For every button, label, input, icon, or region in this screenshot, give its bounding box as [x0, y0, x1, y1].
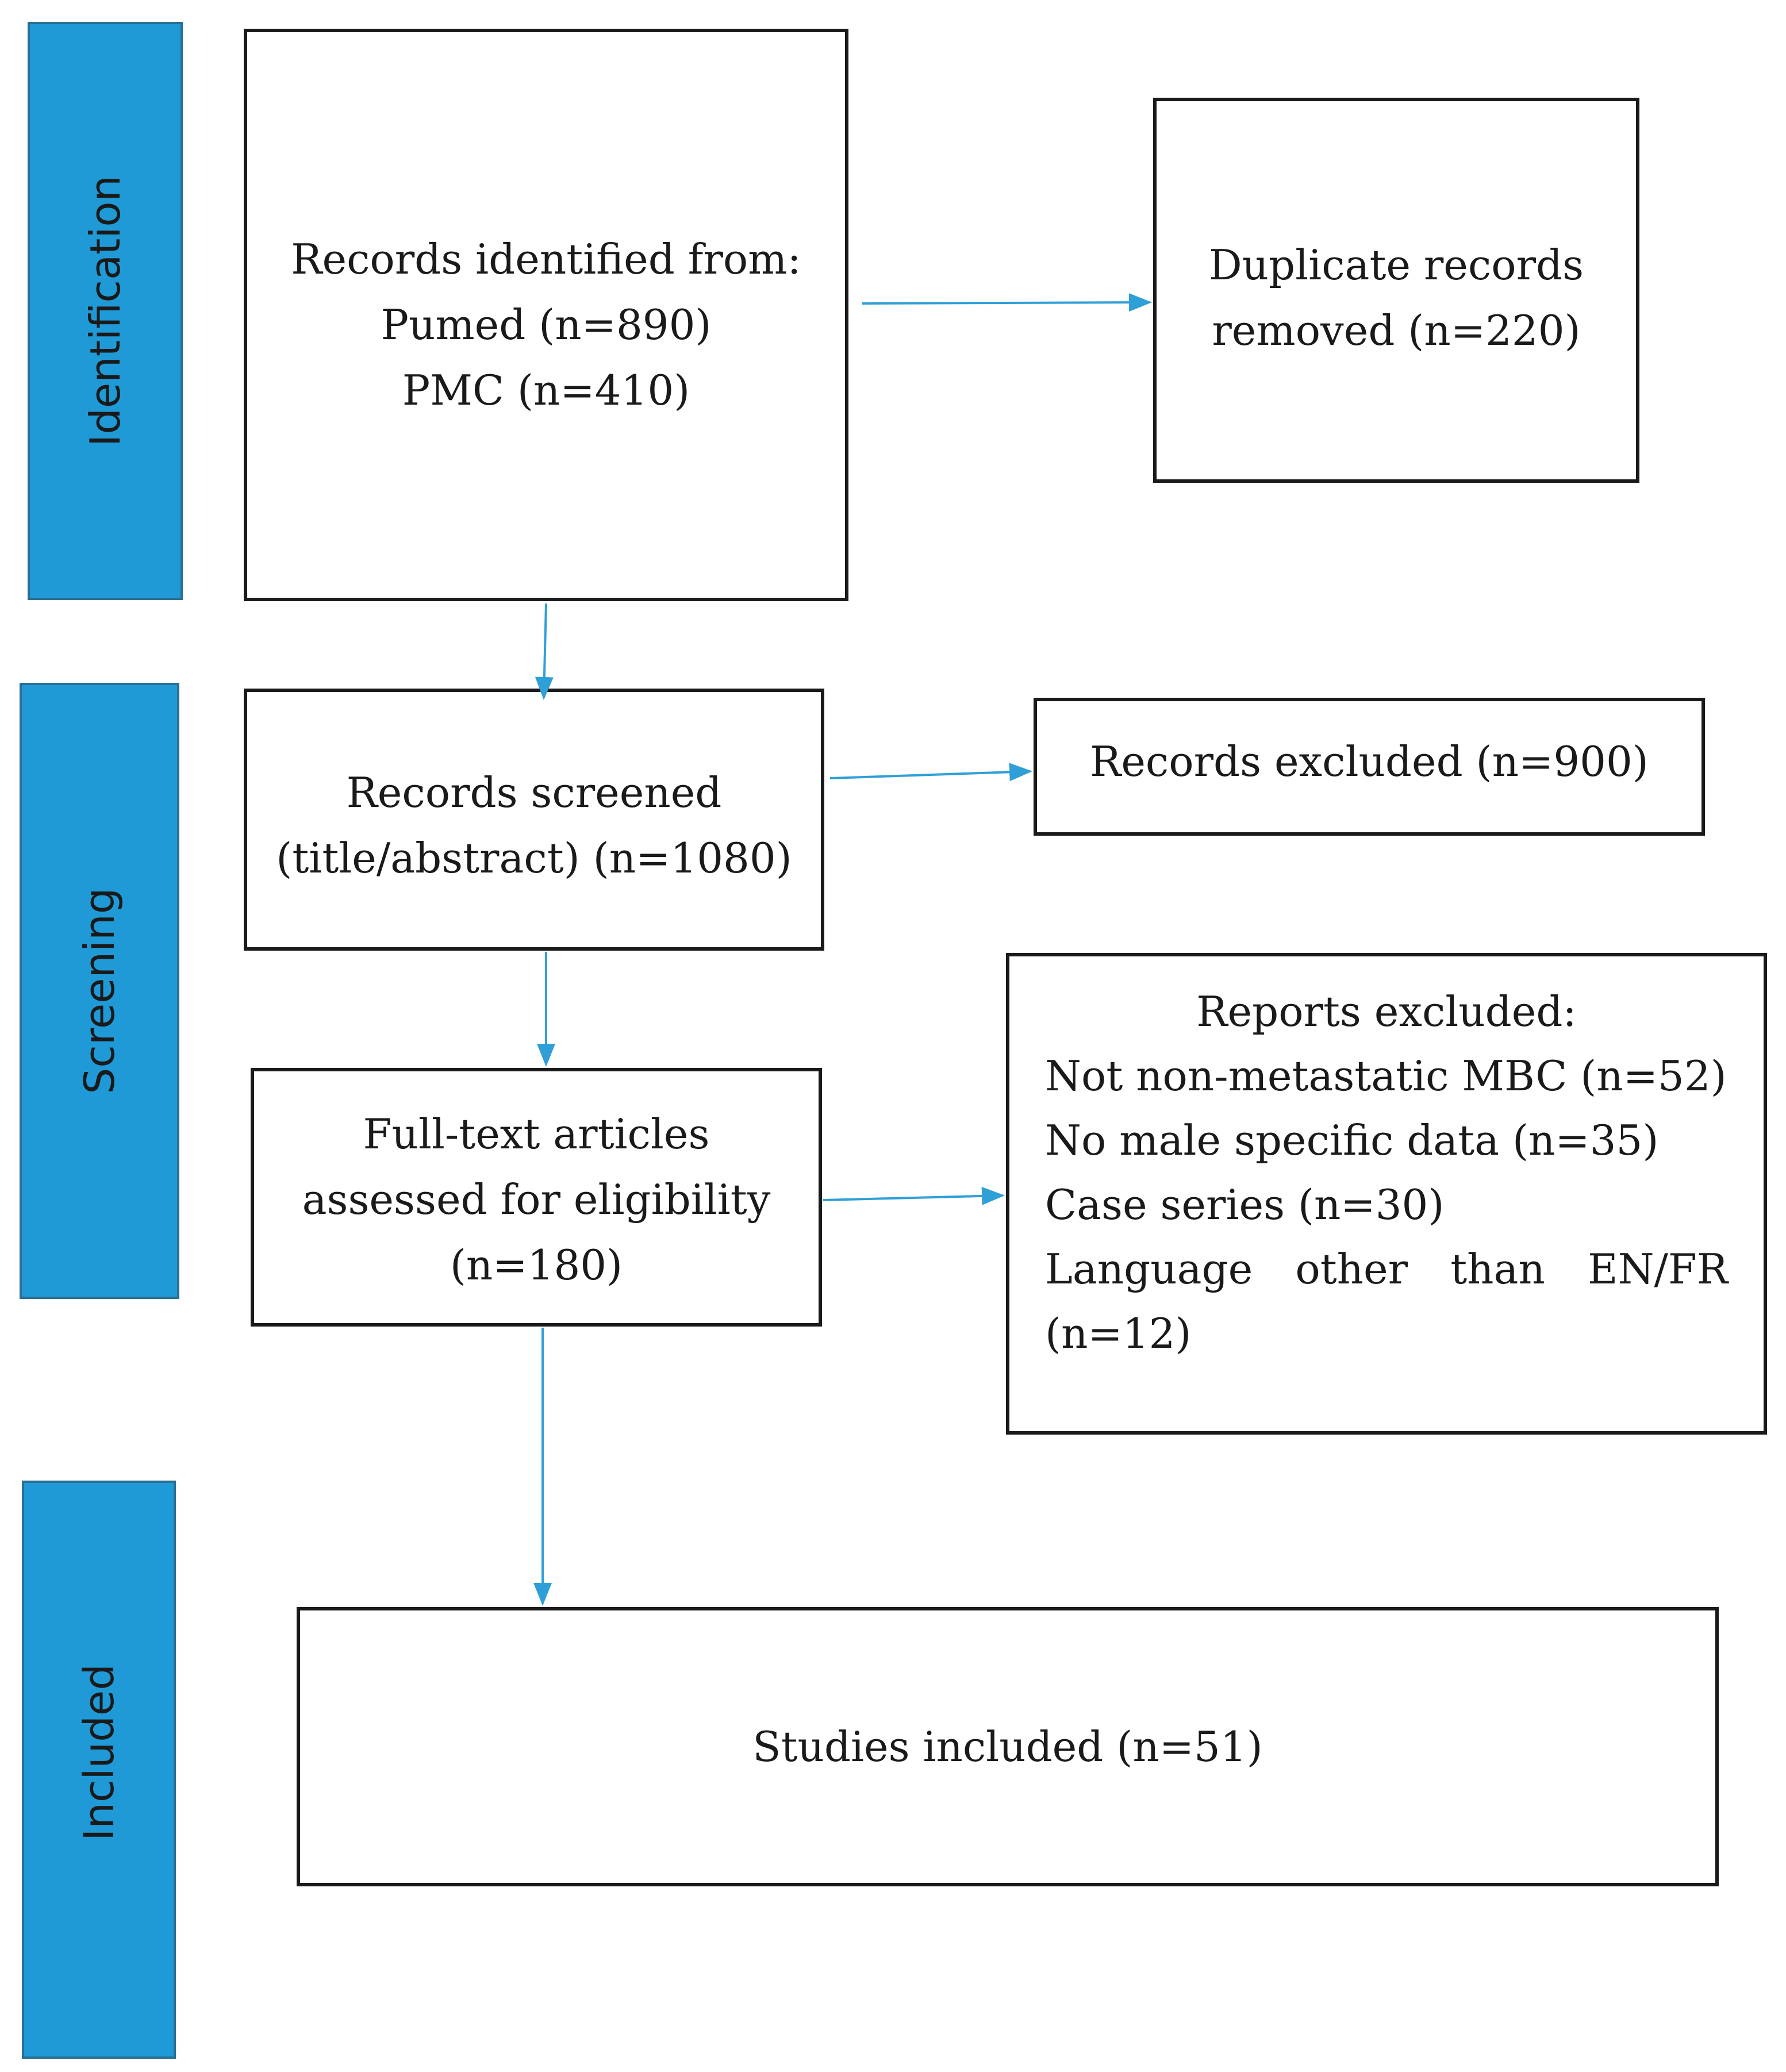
- records-screened-box: Records screened (title/abstract) (n=108…: [244, 689, 824, 951]
- reports-excluded-item: Not non-metastatic MBC (n=52): [1045, 1052, 1727, 1100]
- reports-excluded-item: No male specific data (n=35): [1045, 1116, 1659, 1164]
- stage-bar-screening: Screening: [20, 683, 179, 1299]
- reports-excluded-box: Reports excluded: Not non-metastatic MBC…: [1006, 953, 1767, 1435]
- reports-excluded-item: Language other than EN/FR: [1045, 1245, 1728, 1293]
- records-excluded-line-1: Records excluded (n=900): [1090, 737, 1649, 786]
- arrow-identified-to-duplicates: [862, 293, 1152, 312]
- records-screened-line-1: Records screened: [346, 768, 722, 817]
- duplicates-removed-line-1: Duplicate records: [1208, 241, 1584, 289]
- full-text-line-2: assessed for eligibility: [302, 1175, 771, 1224]
- records-excluded-box: Records excluded (n=900): [1034, 698, 1705, 836]
- records-identified-line-2: Pumed (n=890): [381, 301, 712, 349]
- records-identified-box: Records identified from: Pumed (n=890) P…: [244, 29, 848, 601]
- full-text-box: Full-text articles assessed for eligibil…: [251, 1068, 822, 1327]
- studies-included-box: Studies included (n=51): [297, 1607, 1719, 1886]
- stage-bar-identification: Identification: [28, 22, 183, 600]
- arrow-screened-to-excluded: [829, 763, 1032, 782]
- arrow-identified-to-screened: [535, 603, 554, 700]
- stage-bar-included: Included: [22, 1481, 176, 2059]
- records-identified-line-3: PMC (n=410): [402, 366, 690, 414]
- full-text-line-3: (n=180): [450, 1241, 623, 1289]
- reports-excluded-item: Case series (n=30): [1045, 1181, 1445, 1229]
- reports-excluded-title: Reports excluded:: [1196, 987, 1577, 1036]
- full-text-line-1: Full-text articles: [363, 1110, 710, 1158]
- reports-excluded-item: (n=12): [1045, 1309, 1192, 1358]
- studies-included-line-1: Studies included (n=51): [752, 1723, 1263, 1771]
- duplicates-removed-line-2: removed (n=220): [1212, 306, 1581, 355]
- duplicates-removed-box: Duplicate records removed (n=220): [1153, 98, 1639, 483]
- records-identified-line-1: Records identified from:: [291, 235, 801, 283]
- records-screened-line-2: (title/abstract) (n=1080): [276, 834, 792, 882]
- arrow-fulltext-to-reports: [823, 1186, 1005, 1205]
